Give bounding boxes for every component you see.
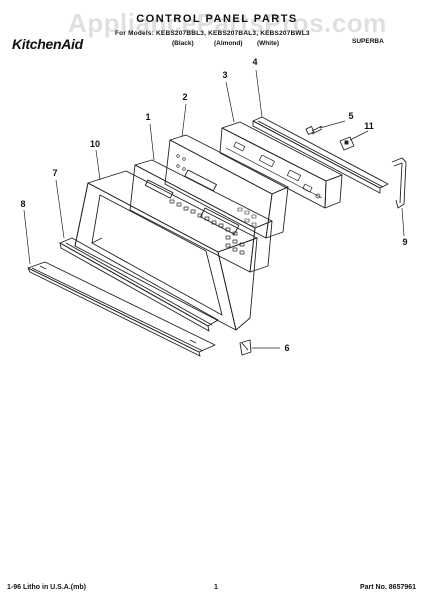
callout-5: 5 — [348, 111, 354, 121]
leader-lines — [23, 69, 405, 349]
part-2-overlay — [164, 134, 289, 239]
page-title: CONTROL PANEL PARTS — [136, 13, 298, 25]
callout-9: 9 — [402, 237, 408, 247]
models-line: For Models: KEBS207BBL3, KEBS207BAL3, KE… — [115, 30, 310, 37]
callout-4: 4 — [252, 57, 258, 67]
part-5-screw — [305, 125, 323, 135]
callout-8: 8 — [20, 199, 26, 209]
part-number: Part No. 8657961 — [360, 584, 417, 591]
color-almond: (Almond) — [214, 40, 243, 47]
litho-note: 1-96 Litho in U.S.A.(mb) — [7, 584, 86, 591]
part-1-control-panel — [129, 159, 273, 273]
callout-7: 7 — [52, 168, 58, 178]
part-6-clip — [239, 339, 252, 356]
part-11-clip — [339, 136, 355, 151]
model-code: SUPERBA — [352, 38, 384, 45]
part-3-control-board — [219, 121, 343, 209]
part-10-trim-frame — [74, 170, 258, 331]
callout-11: 11 — [364, 121, 374, 131]
brand-logo: KitchenAid — [12, 36, 83, 52]
callout-10: 10 — [89, 139, 101, 149]
part-8-trim-strip — [27, 261, 216, 357]
callout-3: 3 — [222, 70, 228, 80]
page-number: 1 — [214, 584, 218, 591]
callout-6: 6 — [284, 343, 290, 353]
color-black: (Black) — [172, 40, 194, 47]
part-9-bracket — [391, 157, 407, 209]
part-4-mounting-rail — [252, 116, 389, 194]
color-white: (White) — [257, 40, 280, 47]
part-7-spacer-strip — [59, 237, 219, 332]
callout-2: 2 — [182, 92, 188, 102]
callout-1: 1 — [145, 112, 151, 122]
